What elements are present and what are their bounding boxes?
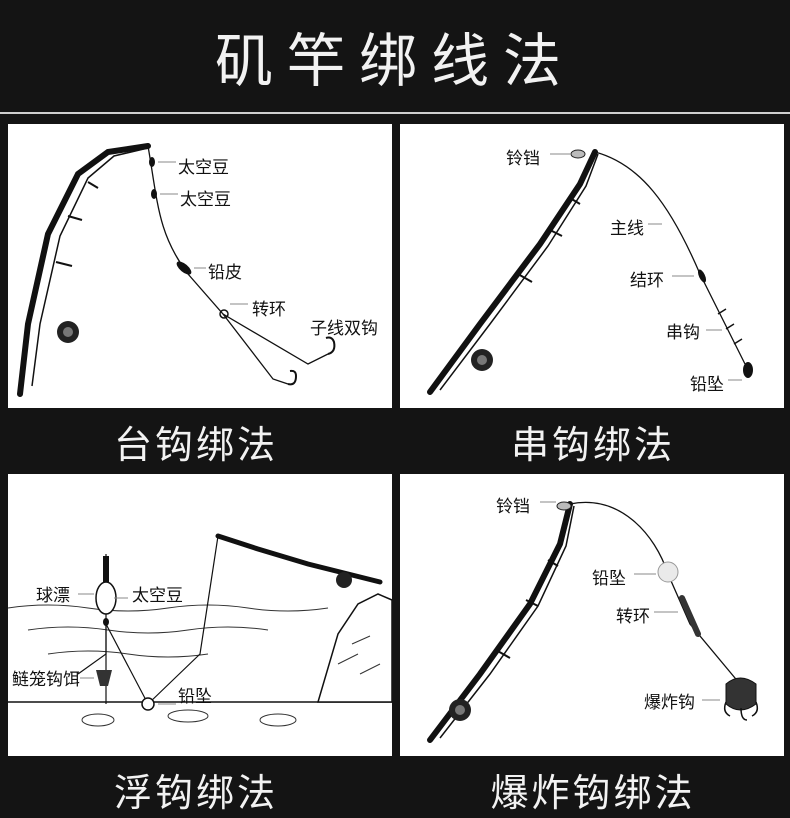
label-main-line: 主线 [610,219,644,239]
label-bell: 铃铛 [496,497,530,517]
caption-chuan-rig: 串钩绑法 [510,423,675,467]
label-swivel: 转环 [616,607,650,627]
label-explosion-hook: 爆炸钩 [644,693,695,713]
label-string-hooks: 串钩 [666,323,700,343]
label-swivel: 转环 [252,300,286,320]
page-title: 矶竿绑线法 [214,27,575,95]
panel-bao-rig: 铃铛 铅坠 转环 爆炸钩 [400,474,784,756]
label-bait-cage: 鲢笼钩饵 [12,670,80,690]
label-knot-loop: 结环 [630,271,664,291]
chuan-rig-illustration [427,149,753,395]
label-bell: 铃铛 [506,149,540,169]
title-divider [0,112,790,114]
panel-chuan-rig: 铃铛 主线 结环 串钩 铅坠 [400,124,784,408]
fu-rig-illustration [8,533,392,727]
tai-rig-illustration [17,143,336,397]
bao-rig-illustration [427,501,759,743]
label-sinker: 铅坠 [592,569,626,589]
label-ball-float: 球漂 [36,586,70,606]
label-bean: 太空豆 [132,586,183,606]
label-sinker: 铅坠 [690,375,724,395]
caption-fu-rig: 浮钩绑法 [113,771,278,815]
label-sinker: 铅坠 [178,687,212,707]
caption-tai-rig: 台钩绑法 [113,423,278,467]
label-bean-1: 太空豆 [178,158,229,178]
caption-bao-rig: 爆炸钩绑法 [490,771,696,815]
label-double-hook: 子线双钩 [310,319,378,339]
label-bean-2: 太空豆 [180,190,231,210]
panel-fu-rig: 球漂 太空豆 鲢笼钩饵 铅坠 [8,474,392,756]
label-lead-sheet: 铅皮 [208,263,242,283]
panel-tai-rig: 太空豆 太空豆 铅皮 转环 子线双钩 [8,124,392,408]
